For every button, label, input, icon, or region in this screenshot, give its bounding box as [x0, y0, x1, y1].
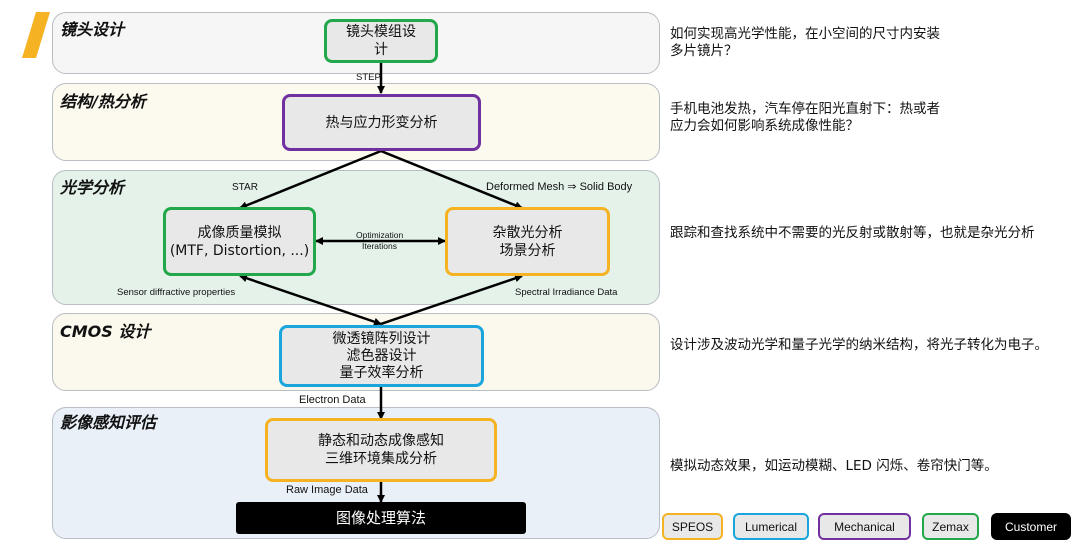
node-image-processing-line1: 图像处理算法 — [335, 509, 426, 527]
arrow-sensor-diffractive — [239, 274, 382, 326]
label-optimization: Optimization — [356, 230, 404, 240]
arrow-spectral-irradiance — [380, 274, 523, 326]
label-sensor-diffractive: Sensor diffractive properties — [117, 287, 236, 298]
arrow-star — [239, 149, 382, 210]
label-electron-data: Electron Data — [299, 394, 366, 406]
label-iterations: Iterations — [362, 241, 397, 251]
arrow-deformed-mesh — [380, 149, 523, 210]
label-star: STAR — [232, 182, 258, 193]
node-lens-module-line2: 计 — [374, 42, 388, 58]
label-deformed-mesh: Deformed Mesh ⇒ Solid Body — [486, 181, 633, 193]
node-perception-line1: 静态和动态成像感知 — [318, 433, 444, 449]
node-image-processing-algorithm: 图像处理算法 — [236, 502, 526, 534]
label-spectral-irradiance: Spectral Irradiance Data — [515, 287, 618, 298]
node-cmos-line2: 滤色器设计 — [346, 347, 417, 364]
band-title-structural-thermal: 结构/热分析 — [60, 92, 146, 111]
description-structural-thermal: 手机电池发热，汽车停在阳光直射下：热或者应力会如何影响系统成像性能？ — [670, 101, 940, 134]
band-title-cmos-design: CMOS 设计 — [60, 322, 151, 341]
node-perception-analysis: 静态和动态成像感知 三维环境集成分析 — [265, 418, 497, 482]
legend-mechanical: Mechanical — [818, 513, 911, 540]
node-imaging-quality-line2: (MTF, Distortion, ...) — [169, 242, 310, 259]
label-step: STEP — [356, 72, 381, 83]
description-cmos-design: 设计涉及波动光学和量子光学的纳米结构，将光子转化为电子。 — [670, 337, 1048, 353]
description-perception: 模拟动态效果，如运动模糊、LED 闪烁、卷帘快门等。 — [670, 458, 998, 474]
band-title-lens-design: 镜头设计 — [60, 20, 125, 39]
node-cmos-design: 微透镜阵列设计 滤色器设计 量子效率分析 — [279, 325, 484, 387]
accent-stripe — [22, 12, 50, 58]
band-title-perception: 影像感知评估 — [60, 413, 157, 432]
description-optical-analysis: 跟踪和查找系统中不需要的光反射或散射等，也就是杂光分析 — [670, 225, 1035, 241]
legend-customer: Customer — [991, 513, 1071, 540]
node-imaging-quality-line1: 成像质量模拟 — [197, 224, 282, 241]
node-thermal-stress-analysis: 热与应力形变分析 — [282, 94, 481, 151]
node-perception-line2: 三维环境集成分析 — [325, 451, 437, 467]
node-thermal-stress-line1: 热与应力形变分析 — [325, 114, 438, 131]
node-imaging-quality-simulation: 成像质量模拟 (MTF, Distortion, ...) — [163, 207, 316, 276]
legend-speos: SPEOS — [662, 513, 723, 540]
band-title-optical-analysis: 光学分析 — [60, 178, 125, 197]
node-cmos-line3: 量子效率分析 — [339, 364, 424, 381]
node-stray-light-line1: 杂散光分析 — [492, 224, 563, 241]
description-lens-design: 如何实现高光学性能，在小空间的尺寸内安装多片镜片？ — [670, 26, 940, 59]
node-stray-light-analysis: 杂散光分析 场景分析 — [445, 207, 610, 276]
legend-lumerical: Lumerical — [733, 513, 809, 540]
node-stray-light-line2: 场景分析 — [499, 242, 556, 259]
node-cmos-line1: 微透镜阵列设计 — [332, 330, 431, 347]
legend-zemax: Zemax — [922, 513, 979, 540]
node-lens-module-design: 镜头模组设 计 — [324, 19, 438, 63]
node-lens-module-line1: 镜头模组设 — [346, 24, 416, 40]
label-raw-image-data: Raw Image Data — [286, 484, 368, 496]
